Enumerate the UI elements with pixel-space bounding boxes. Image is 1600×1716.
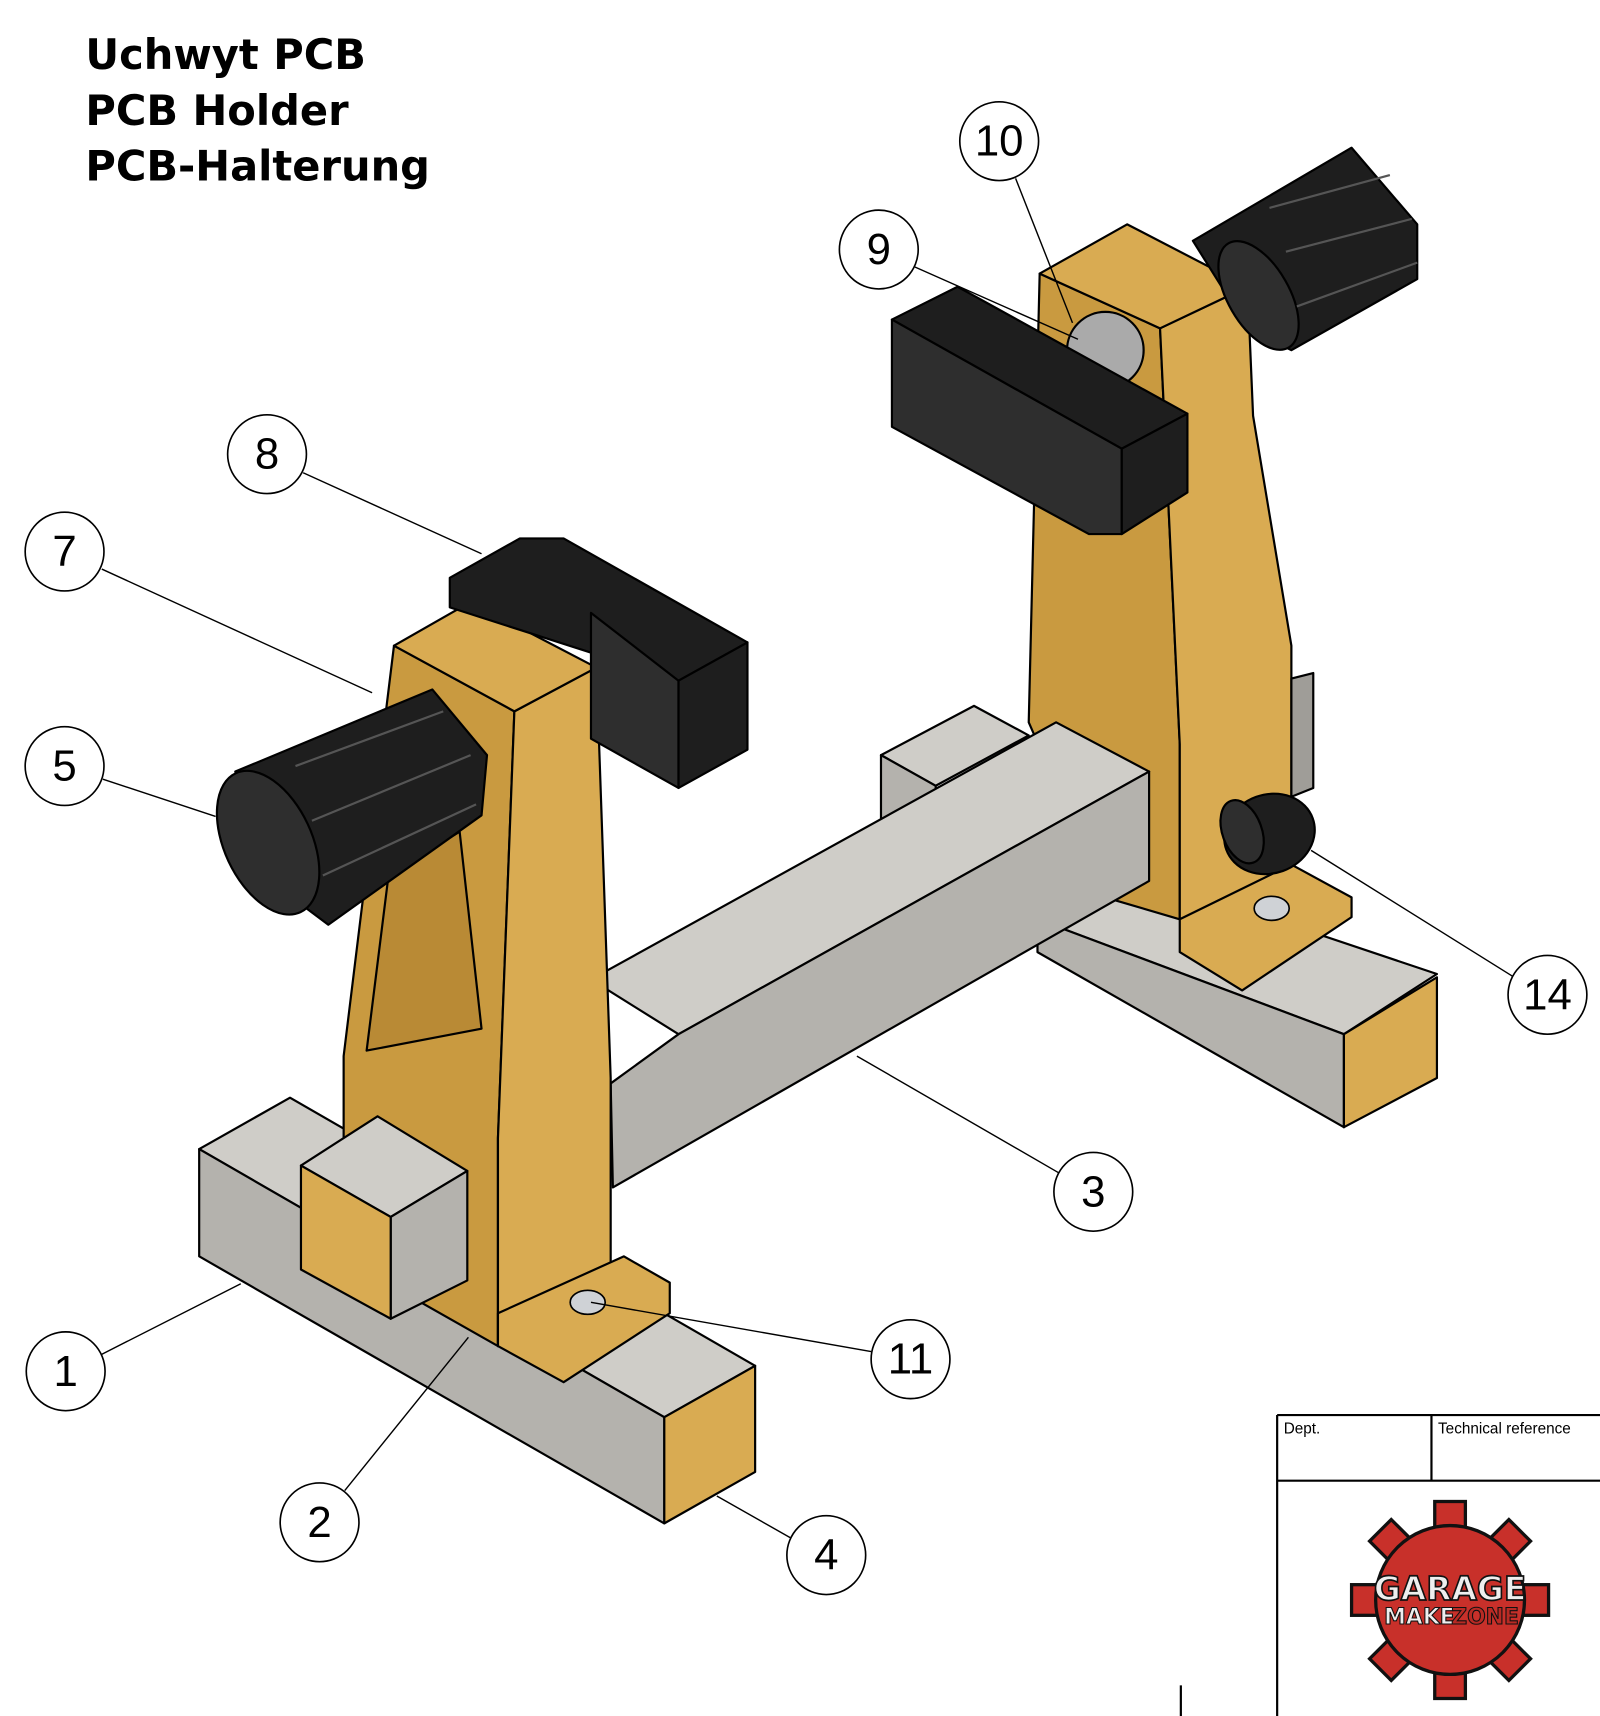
svg-text:GARAGE: GARAGE [1374,1570,1526,1608]
svg-text:7: 7 [52,527,76,576]
balloon-9: 9 [838,209,920,290]
balloon-4: 4 [786,1514,867,1596]
title-block: Dept. Technical reference GARAGE MAKE ZO… [1179,1413,1600,1716]
lock-knob [1219,792,1316,876]
right-jaw [890,285,1189,536]
title-polish: Uchwyt PCB [85,30,366,79]
left-foot-plate [496,1255,671,1384]
left-jaw [448,537,749,790]
drawing-title: Uchwyt PCB PCB Holder PCB-Halterung [85,30,430,191]
balloon-5: 5 [24,725,105,807]
left-clamp-knob [215,688,489,926]
svg-text:8: 8 [255,430,279,479]
balloon-8: 8 [226,413,308,495]
balloon-11: 11 [870,1319,951,1400]
screw-icon [1253,895,1291,922]
svg-text:14: 14 [1523,970,1572,1019]
svg-text:5: 5 [52,742,76,791]
right-clamp-knob [1191,146,1419,352]
dept-label: Dept. [1284,1421,1321,1438]
balloon-10: 10 [958,100,1040,182]
svg-text:3: 3 [1081,1167,1105,1216]
leader-lines [100,178,1513,1539]
balloon-7: 7 [24,511,105,592]
screw-icon [569,1289,607,1316]
technical-reference-label: Technical reference [1438,1421,1571,1438]
title-english: PCB Holder [85,86,349,135]
balloon-14: 14 [1507,954,1588,1036]
left-end-cap [663,1364,757,1525]
svg-text:10: 10 [975,117,1024,166]
svg-text:11: 11 [888,1335,933,1384]
left-front-block [299,1115,469,1320]
svg-text:4: 4 [814,1531,838,1580]
balloon-1: 1 [25,1331,106,1412]
svg-text:9: 9 [867,225,891,274]
balloon-2: 2 [279,1482,360,1563]
svg-text:ZONE: ZONE [1451,1605,1519,1630]
balloon-3: 3 [1053,1151,1134,1233]
cross-beam [589,721,1151,1189]
svg-text:2: 2 [307,1498,331,1547]
svg-text:MAKE: MAKE [1384,1605,1455,1630]
title-german: PCB-Halterung [85,142,430,191]
right-end-cap [1342,976,1439,1129]
garage-makezone-logo: GARAGE MAKE ZONE [1349,1499,1551,1701]
svg-text:1: 1 [53,1347,77,1396]
